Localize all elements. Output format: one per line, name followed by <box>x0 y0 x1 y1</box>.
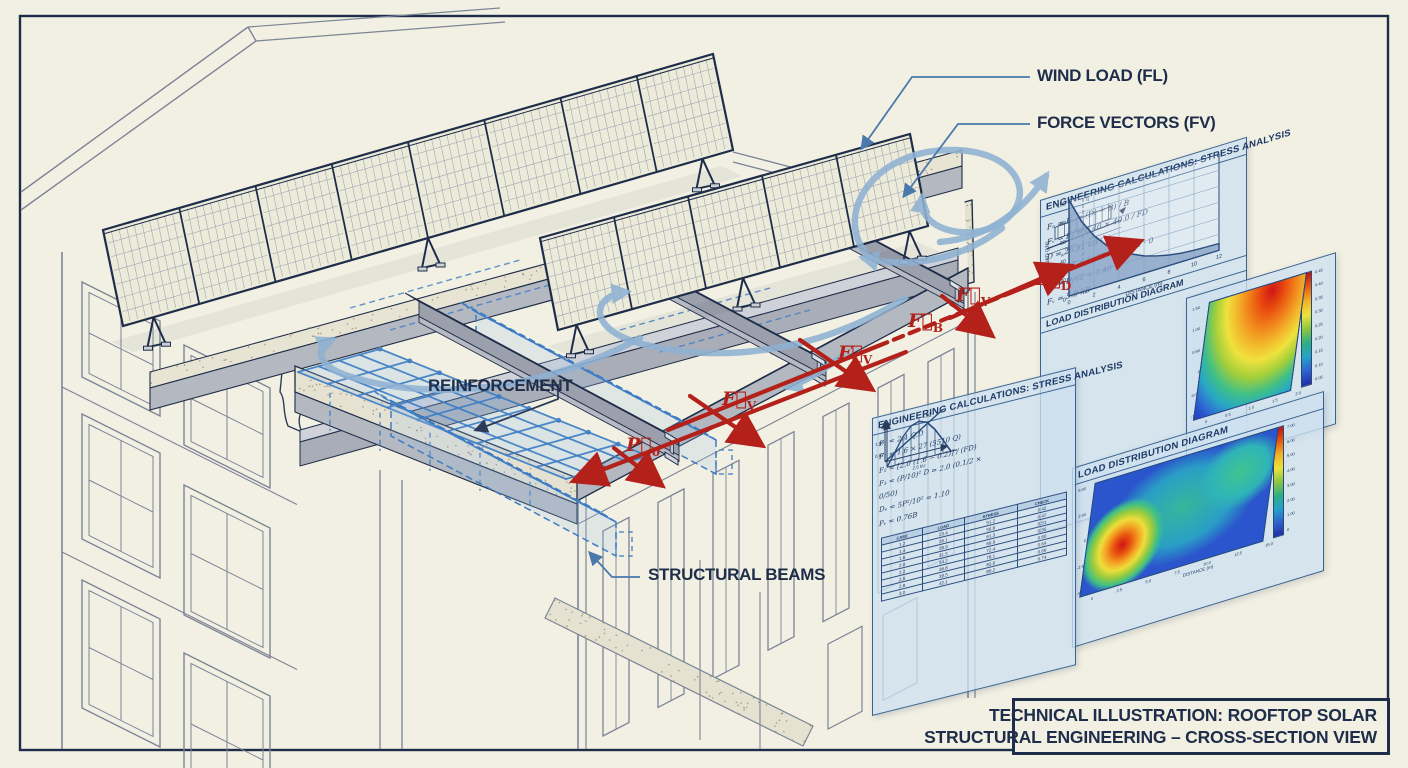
force-label-fv1: F⃗V <box>956 284 991 309</box>
svg-text:40: 40 <box>1060 259 1066 267</box>
annotation-force-vectors: FORCE VECTORS (FV) <box>1037 113 1216 132</box>
svg-text:4.02: 4.02 <box>922 412 932 420</box>
panel-engineering-calculations-main: ENGINEERING CALCULATIONS: STRESS ANALYSI… <box>872 359 1123 716</box>
svg-text:L: L <box>1101 237 1104 243</box>
title-line-2: STRUCTURAL ENGINEERING – CROSS-SECTION V… <box>924 726 1377 747</box>
svg-text:60: 60 <box>1060 240 1066 248</box>
force-label-fb: F⃗B <box>908 310 944 335</box>
force-label-fv2: F⃗V <box>838 342 873 367</box>
stress-heatmap-upper <box>1192 272 1308 421</box>
svg-text:LOAD (kN): LOAD (kN) <box>1045 240 1051 269</box>
svg-text:6: 6 <box>1142 277 1145 284</box>
svg-text:q: q <box>1086 196 1089 203</box>
svg-text:80: 80 <box>1060 220 1066 228</box>
force-label-fd: F⃗D <box>1036 268 1072 293</box>
annotation-wind-load: WIND LOAD (FL) <box>1037 66 1168 85</box>
svg-text:4: 4 <box>1117 284 1120 291</box>
annotation-reinforcement: REINFORCEMENT <box>428 376 573 395</box>
svg-text:12: 12 <box>1216 253 1222 261</box>
svg-text:2: 2 <box>1092 292 1095 299</box>
svg-text:8: 8 <box>1167 269 1170 276</box>
annotation-structural-beams: STRUCTURAL BEAMS <box>648 565 826 584</box>
force-label-p0: P⃗0 <box>626 434 661 459</box>
svg-text:1.50: 1.50 <box>875 440 884 447</box>
drawing-frame-border <box>18 14 1390 752</box>
solar-panel-arrays <box>103 54 940 358</box>
svg-text:0: 0 <box>1063 297 1066 304</box>
svg-text:0: 0 <box>1067 300 1070 307</box>
title-line-1: TECHNICAL ILLUSTRATION: ROOFTOP SOLAR <box>989 704 1377 725</box>
title-block: TECHNICAL ILLUSTRATION: ROOFTOP SOLAR ST… <box>924 698 1390 755</box>
svg-text:10: 10 <box>1191 261 1197 269</box>
svg-text:100: 100 <box>1057 201 1066 210</box>
svg-text:2.5 kU: 2.5 kU <box>913 463 926 471</box>
force-label-fv3: F⃗V <box>722 388 757 413</box>
svg-text:0.62: 0.62 <box>875 452 884 459</box>
